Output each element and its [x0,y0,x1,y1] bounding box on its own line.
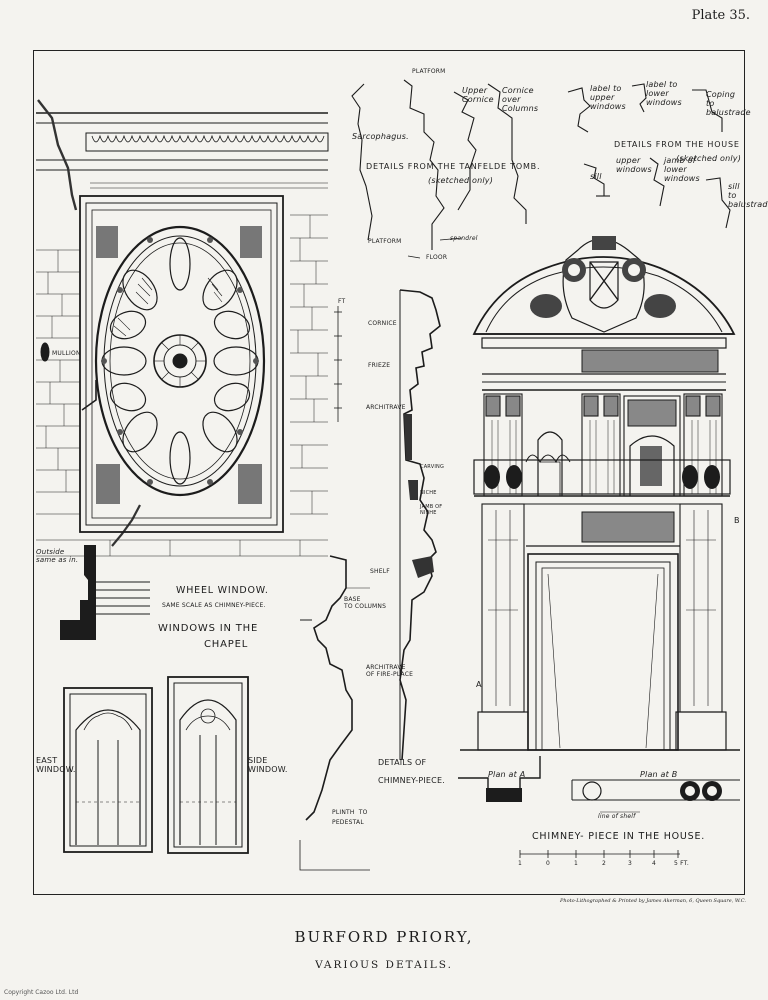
label-spandrel: spandrel [450,235,478,242]
label-coping-balustrade: Coping to balustrade [706,90,751,117]
label-plan-at-a: Plan at A [488,770,526,779]
scale-tick-3: 3 [628,860,633,867]
label-scale-ft: FT [338,298,346,305]
label-architrave-fireplace: ARCHITRAVE OF FIRE-PLACE [366,664,414,678]
label-plan-at-b: Plan at B [640,770,678,779]
label-sketched-only-2: (sketched only) [676,154,742,163]
label-cornice: CORNICE [368,320,397,327]
scale-tick-1: 1 [518,860,523,867]
label-outside: Outside same as in. [36,548,79,564]
label-wheel-window: WHEEL WINDOW. [176,585,269,596]
label-shelf: SHELF [370,568,390,575]
label-platform-bottom: PLATFORM [368,238,402,245]
label-to-upper-windows: label to upper windows [590,84,626,111]
label-sketched-only-1: (sketched only) [428,176,494,185]
label-sarcophagus: Sarcophagus. [352,132,409,141]
window-section [60,545,150,640]
label-upper-cornice: Upper Cornice [462,86,494,104]
label-chapel: CHAPEL [204,639,249,650]
label-sill: sill [590,172,602,181]
label-jamb-lower-windows: jamb of lower windows [664,156,700,183]
label-platform-top: PLATFORM [412,68,446,75]
wheel-window [79,195,284,533]
plate-number: Plate 35. [691,8,750,23]
side-window [167,676,249,854]
plate-subtitle: VARIOUS DETAILS. [315,959,453,971]
label-niche: NICHE [420,490,437,496]
label-sill-balustrade: sill to balustrade [728,182,768,209]
label-chimney-piece-house: CHIMNEY- PIECE IN THE HOUSE. [532,831,706,842]
printer-credit: Photo-Lithographed & Printed by James Ak… [560,898,746,904]
scale-bar [519,850,680,858]
label-to-lower-windows: label to lower windows [646,80,682,107]
label-east-window: EAST WINDOW. [36,756,76,774]
label-plinth-pedestal: PLINTH TO PEDESTAL [332,809,368,826]
house-detail-profiles [567,83,731,229]
plate-frame [33,50,745,895]
scale-tick-1b: 1 [574,860,579,867]
label-carving: CARVING [420,464,445,470]
label-upper-windows: upper windows [616,156,652,174]
label-tanfelde-tomb: DETAILS FROM THE TANFELDE TOMB. [366,162,541,171]
chimney-plans [458,756,740,813]
label-jamb-niche: JAMB OF NICHE [420,504,443,516]
scale-tick-0: 0 [546,860,551,867]
label-mark-b: B [734,516,740,525]
scale-tick-5ft: 5 FT. [674,860,689,867]
copyright-notice: Copyright Cazoo Ltd. Ltd [4,989,79,996]
label-details-house: DETAILS FROM THE HOUSE [614,140,740,149]
chimney-section [299,289,441,871]
chapel-wall [36,99,329,557]
scale-tick-2: 2 [602,860,607,867]
label-base-columns: BASE TO COLUMNS [344,596,387,610]
label-details-of: DETAILS OF [378,758,427,767]
plate-title: BURFORD PRIORY, [294,928,474,946]
label-windows-in-the: WINDOWS IN THE [158,623,259,634]
label-mark-a: A [476,680,482,689]
label-floor: FLOOR [426,254,448,261]
east-window [63,687,153,853]
label-mullion: MULLION [52,350,81,357]
label-line-of-shelf: line of shelf [598,813,636,820]
label-side-window: SIDE WINDOW. [248,756,288,774]
label-architrave: ARCHITRAVE [366,404,406,411]
tanfelde-tomb-profiles [351,79,527,259]
label-same-scale: SAME SCALE AS CHIMNEY-PIECE. [162,602,266,609]
chimney-piece-elevation [460,236,740,751]
label-cornice-over-columns: Cornice over Columns [502,86,539,113]
label-chimney-piece-detail: CHIMNEY-PIECE. [378,776,445,785]
scale-tick-4: 4 [652,860,657,867]
label-frieze: FRIEZE [368,362,391,369]
